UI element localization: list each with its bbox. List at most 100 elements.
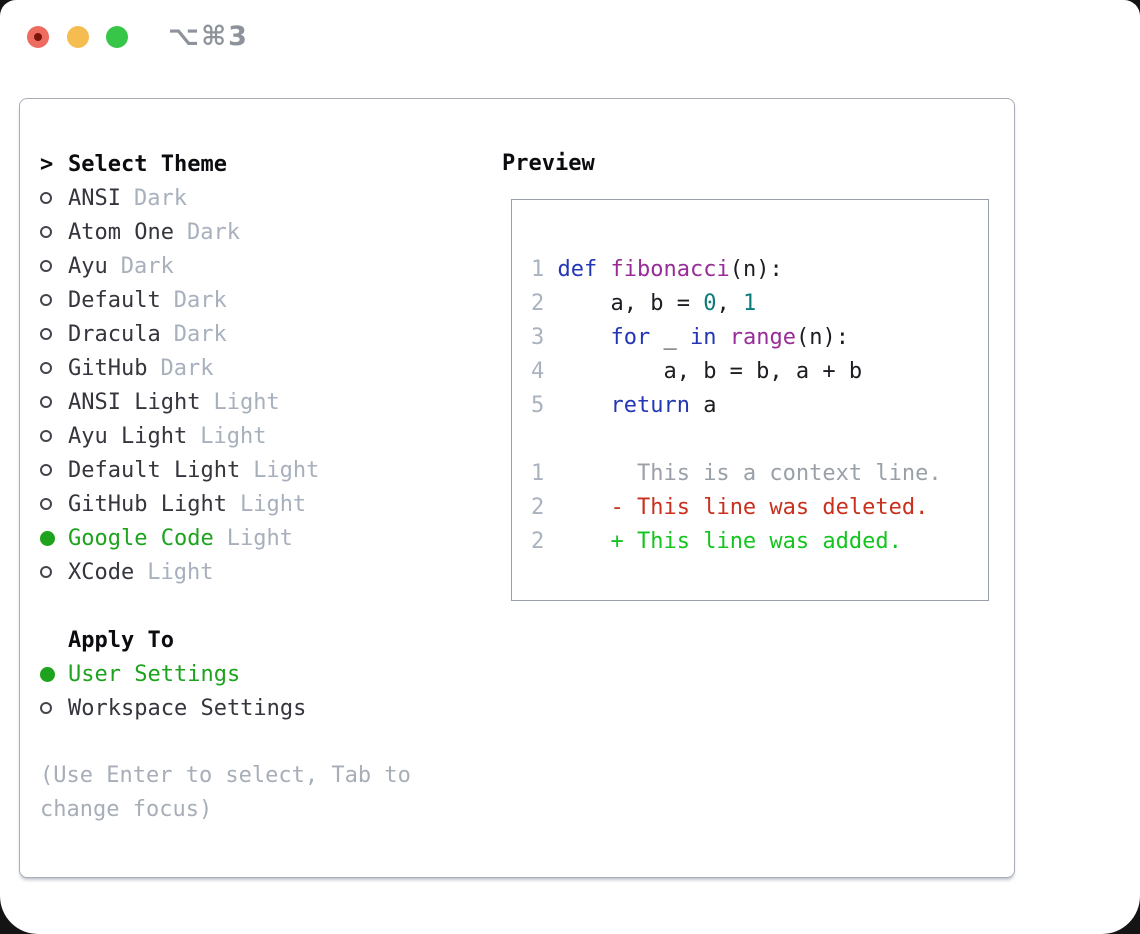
titlebar: ⌥⌘3: [0, 0, 1140, 74]
theme-variant-label: Light: [239, 491, 307, 517]
radio-circle-icon: [40, 530, 55, 546]
code-line: 5 return a: [531, 389, 988, 423]
code-token: [544, 325, 610, 350]
theme-option-ansi[interactable]: ANSI Dark: [40, 181, 490, 215]
code-line: [531, 423, 988, 457]
theme-variant-label: Light: [213, 389, 280, 415]
theme-name: Default: [68, 287, 161, 313]
code-line: 2 + This line was added.: [531, 525, 988, 559]
theme-variant-label: Dark: [160, 355, 214, 381]
radio-circle-icon: [40, 566, 52, 578]
radio-selected-icon: [40, 521, 68, 555]
radio-circle-icon: [40, 666, 55, 682]
hint-line: (Use Enter to select, Tab to: [40, 763, 411, 788]
spacer: [40, 589, 490, 623]
radio-icon: [40, 249, 68, 283]
radio-circle-icon: [40, 464, 52, 476]
theme-variant-label: Light: [147, 559, 214, 585]
theme-name: Ayu: [68, 253, 108, 279]
radio-icon: [40, 385, 68, 419]
close-button[interactable]: [27, 26, 49, 48]
theme-variant-label: Light: [226, 525, 293, 551]
radio-icon: [40, 283, 68, 317]
code-line: 1 This is a context line.: [531, 457, 988, 491]
theme-name: GitHub Light: [68, 491, 227, 517]
theme-name: ANSI: [68, 185, 121, 211]
radio-circle-icon: [40, 192, 52, 204]
radio-icon: [40, 419, 68, 453]
code-token: a, b = b, a + b: [544, 359, 863, 384]
code-token: - This line was deleted.: [610, 495, 929, 520]
code-token: [544, 393, 610, 418]
radio-icon: [40, 453, 68, 487]
theme-variant-label: Dark: [133, 185, 187, 211]
code-token: [544, 257, 557, 282]
theme-variant-label: Dark: [186, 219, 240, 245]
code-line: 1 def fibonacci(n):: [531, 253, 988, 287]
maximize-button[interactable]: [106, 26, 128, 48]
code-token: [544, 529, 610, 554]
code-token: in: [689, 325, 717, 350]
code-line: 2 a, b = 0, 1: [531, 287, 988, 321]
code-token: ,: [716, 291, 743, 316]
code-token: 1: [531, 257, 545, 282]
theme-option-google-code[interactable]: Google Code Light: [40, 521, 490, 555]
apply-option-label: User Settings: [68, 661, 241, 687]
code-token: 2: [531, 495, 545, 520]
radio-circle-icon: [40, 498, 52, 510]
radio-icon: [40, 691, 68, 725]
apply-option-user-settings[interactable]: User Settings: [40, 657, 490, 691]
radio-icon: [40, 351, 68, 385]
radio-icon: [40, 487, 68, 521]
theme-name: Dracula: [68, 321, 161, 347]
code-token: + This line was added.: [610, 529, 902, 554]
code-token: [716, 325, 729, 350]
code-token: 1: [531, 461, 545, 486]
minimize-button[interactable]: [67, 26, 89, 48]
code-line: 3 for _ in range(n):: [531, 321, 988, 355]
apply-option-label: Workspace Settings: [68, 695, 307, 721]
theme-option-github-light[interactable]: GitHub Light Light: [40, 487, 490, 521]
code-token: 2: [531, 529, 545, 554]
theme-name: Default Light: [68, 457, 241, 483]
code-token: This is a context line.: [544, 461, 942, 486]
code-token: 2: [531, 291, 545, 316]
code-token: (n):: [729, 257, 783, 282]
theme-option-ansi-light[interactable]: ANSI Light Light: [40, 385, 490, 419]
apply-to-header: Apply To: [68, 627, 174, 653]
theme-name: Google Code: [68, 525, 214, 551]
close-button-dot-icon: [34, 33, 42, 41]
code-token: [544, 495, 610, 520]
apply-option-workspace-settings[interactable]: Workspace Settings: [40, 691, 490, 725]
radio-circle-icon: [40, 430, 52, 442]
radio-icon: [40, 555, 68, 589]
window-title-shortcut: ⌥⌘3: [168, 21, 249, 52]
radio-circle-icon: [40, 226, 52, 238]
code-line: 2 - This line was deleted.: [531, 491, 988, 525]
apply-to-header-row: Apply To: [40, 623, 490, 657]
code-token: def: [557, 257, 611, 282]
code-token: 5: [531, 393, 545, 418]
code-token: 1: [742, 291, 757, 316]
code-token: range: [729, 325, 796, 350]
preview-header: Preview: [502, 151, 595, 176]
radio-circle-icon: [40, 362, 52, 374]
code-token: (n):: [795, 325, 849, 350]
radio-circle-icon: [40, 396, 52, 408]
radio-icon: [40, 215, 68, 249]
theme-name: ANSI Light: [68, 389, 201, 415]
